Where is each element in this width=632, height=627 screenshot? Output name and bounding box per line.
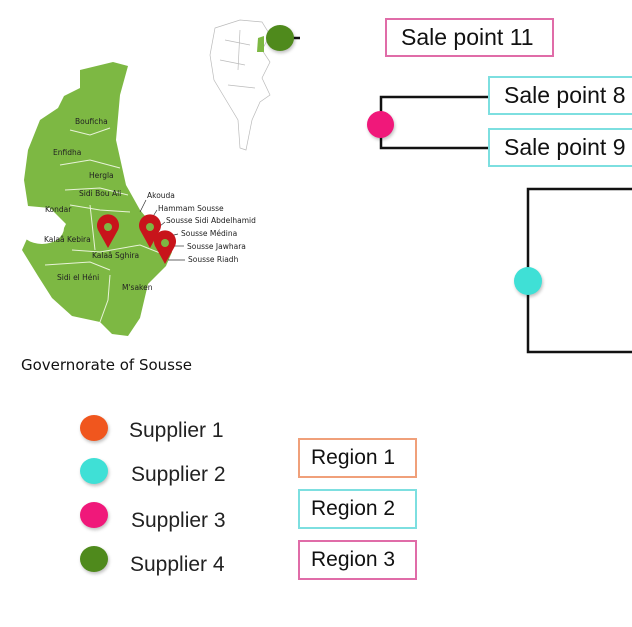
region-label: M'saken — [122, 283, 153, 292]
region-label: Bouficha — [75, 117, 108, 126]
callout-label: Akouda — [147, 191, 175, 200]
sousse-highlight — [257, 36, 264, 52]
region-borders — [44, 127, 166, 323]
callout-label: Sousse Jawhara — [187, 242, 246, 251]
supplier-2-label: Supplier 2 — [131, 463, 226, 486]
sale-point-8: Sale point 8 — [488, 76, 632, 115]
sale-point-11: Sale point 11 — [385, 18, 554, 57]
map-pin-icon — [153, 230, 176, 264]
region-label: Kondar — [45, 205, 72, 214]
supplier-2-swatch — [80, 458, 108, 484]
region-label: Sidi el Héni — [57, 273, 99, 282]
governorate-shape — [22, 62, 172, 336]
callout-label: Sousse Sidi Abdelhamid — [166, 216, 256, 225]
map-pin-icon — [139, 214, 161, 248]
map-pin-icon — [97, 214, 119, 248]
region-1-legend: Region 1 — [298, 438, 417, 478]
supplier-1-label: Supplier 1 — [129, 419, 224, 442]
lake — [20, 212, 64, 244]
supplier-1-swatch — [80, 415, 108, 441]
supplier-3-node — [367, 111, 394, 138]
connectors-right — [379, 95, 632, 354]
map-title: Governorate of Sousse — [21, 356, 193, 374]
callout-label: Hammam Sousse — [158, 204, 224, 213]
supplier-4-node — [266, 25, 294, 51]
callout-label: Sousse Médina — [181, 229, 237, 238]
region-label: Kalaâ Sghira — [92, 251, 139, 260]
sousse-map: Bouficha Enfidha Hergla Sidi Bou Ali Kon… — [20, 19, 300, 336]
supplier-2-node — [514, 267, 542, 295]
region-label: Hergla — [89, 171, 114, 180]
sale-point-9: Sale point 9 — [488, 128, 632, 167]
supplier-3-swatch — [80, 502, 108, 528]
region-label: Enfidha — [53, 148, 81, 157]
region-label: Sidi Bou Ali — [79, 189, 121, 198]
supplier-3-label: Supplier 3 — [131, 509, 226, 532]
supplier-4-label: Supplier 4 — [130, 553, 225, 576]
region-label: Kalaâ Kebira — [44, 235, 91, 244]
supplier-4-swatch — [80, 546, 108, 572]
map-pins — [97, 214, 176, 264]
region-3-legend: Region 3 — [298, 540, 417, 580]
region-2-legend: Region 2 — [298, 489, 417, 529]
callout-label: Sousse Riadh — [188, 255, 239, 264]
